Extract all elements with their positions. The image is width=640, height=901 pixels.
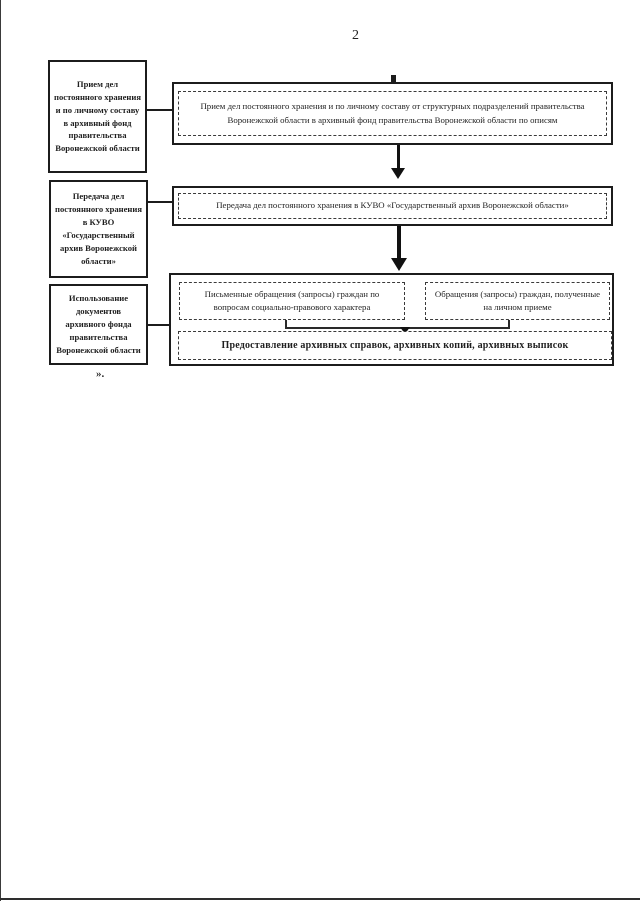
merge-stub-left <box>285 320 287 328</box>
connector-line-2 <box>147 201 173 203</box>
stage-box-usage: Использование документов архивного фонда… <box>49 284 148 365</box>
page-number: 2 <box>352 28 359 43</box>
stage-label: Использование документов архивного фонда… <box>56 293 141 355</box>
flow-step-3b-text: Обращения (запросы) граждан, полученные … <box>434 288 601 312</box>
flow-box-2: Передача дел постоянного хранения в КУВО… <box>172 186 613 226</box>
down-arrow-1-shaft <box>397 145 400 170</box>
down-arrow-1-head <box>391 168 405 179</box>
connector-line-1 <box>146 109 173 111</box>
merge-stub-right <box>508 320 510 328</box>
scan-left-edge-line <box>0 0 1 901</box>
stage-label: Прием дел постоянного хранения и по личн… <box>54 78 141 154</box>
down-arrow-2-shaft <box>397 226 401 260</box>
flow-box-3: Письменные обращения (запросы) граждан п… <box>169 273 614 366</box>
connector-line-3 <box>147 324 170 326</box>
entry-arrow-stub <box>391 75 396 83</box>
flow-step-1: Прием дел постоянного хранения и по личн… <box>178 91 607 136</box>
flow-step-3c-text: Предоставление архивных справок, архивны… <box>221 340 569 351</box>
flow-step-3-result: Предоставление архивных справок, архивны… <box>178 331 612 360</box>
stage-box-transfer: Передача дел постоянного хранения в КУВО… <box>49 180 148 278</box>
flow-step-3a-text: Письменные обращения (запросы) граждан п… <box>204 288 380 312</box>
merge-arrow-head <box>400 327 410 334</box>
flow-box-1: Прием дел постоянного хранения и по личн… <box>172 82 613 145</box>
stage-box-reception: Прием дел постоянного хранения и по личн… <box>48 60 147 173</box>
flow-step-3-written-requests: Письменные обращения (запросы) граждан п… <box>179 282 405 320</box>
flow-step-2-text: Передача дел постоянного хранения в КУВО… <box>216 200 569 211</box>
scan-bottom-edge-line <box>0 898 640 900</box>
down-arrow-2-head <box>391 258 407 271</box>
flow-step-1-text: Прием дел постоянного хранения и по личн… <box>200 101 585 125</box>
flow-step-3-personal-requests: Обращения (запросы) граждан, полученные … <box>425 282 610 320</box>
stage-label: Передача дел постоянного хранения в КУВО… <box>55 191 142 266</box>
closing-quote-mark: ». <box>96 368 105 380</box>
merge-horizontal-line <box>285 327 510 329</box>
flow-step-2: Передача дел постоянного хранения в КУВО… <box>178 193 607 219</box>
